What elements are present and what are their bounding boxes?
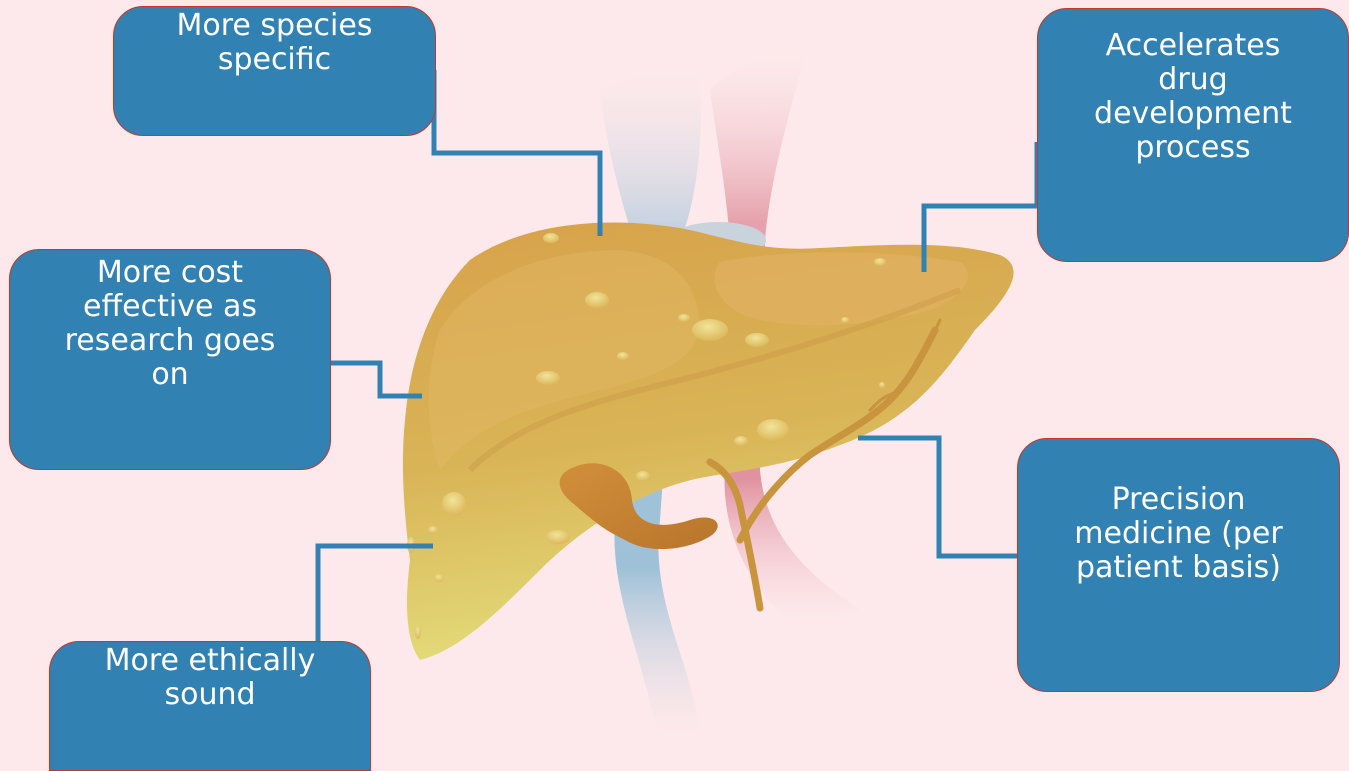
liver xyxy=(403,223,1014,660)
connector-cost xyxy=(331,363,422,396)
benefit-label-drug-development: Accelerates drug development process xyxy=(1094,29,1292,261)
benefit-label-cost-effective: More cost effective as research goes on xyxy=(65,256,276,469)
benefit-box-precision-medicine: Precision medicine (per patient basis) xyxy=(1017,438,1340,692)
connector-species xyxy=(434,70,600,236)
benefit-box-drug-development: Accelerates drug development process xyxy=(1037,8,1349,262)
benefit-label-precision-medicine: Precision medicine (per patient basis) xyxy=(1074,483,1282,691)
benefit-box-species-specific: More species specific xyxy=(113,6,436,136)
benefit-label-species-specific: More species specific xyxy=(177,9,373,135)
connector-precision xyxy=(858,438,1017,556)
benefit-label-ethically-sound: More ethically sound xyxy=(105,644,316,770)
benefit-box-cost-effective: More cost effective as research goes on xyxy=(9,249,331,470)
benefit-box-ethically-sound: More ethically sound xyxy=(49,641,371,771)
